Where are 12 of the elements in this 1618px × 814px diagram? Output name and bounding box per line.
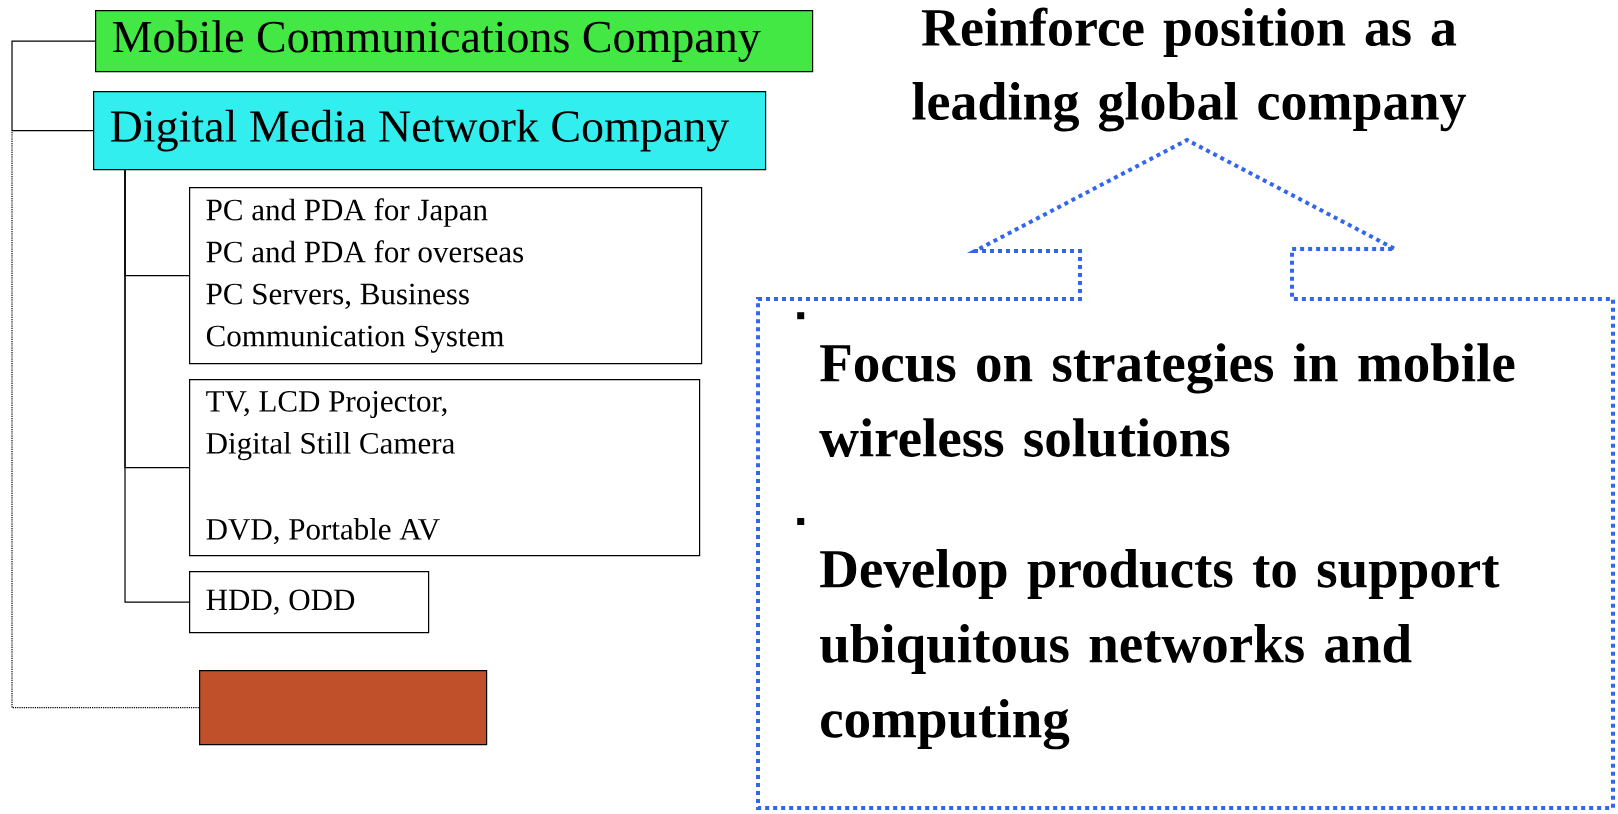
connector-line	[11, 42, 94, 132]
connector-line	[11, 131, 200, 709]
product-box: PC and PDA for Japan PC and PDA for overseas PC Servers, Business Communication System	[189, 187, 703, 365]
company-box: Digital Media Network Company	[93, 91, 767, 171]
product-box: TV, LCD Projector, Digital Still Camera DVD, Portable AV	[189, 379, 701, 557]
title: Reinforce position as a leading global company	[912, 7, 1466, 132]
product-box: HDD, ODD	[189, 571, 430, 634]
callout-box: Focus on strategies in mobile wireless solutions Develop products to support ubiquitous networks and computing	[756, 137, 1615, 810]
connector-line	[124, 169, 190, 603]
company-box: Mobile Communications Company	[95, 10, 814, 73]
company-box	[199, 670, 488, 746]
connector-line	[11, 40, 96, 44]
